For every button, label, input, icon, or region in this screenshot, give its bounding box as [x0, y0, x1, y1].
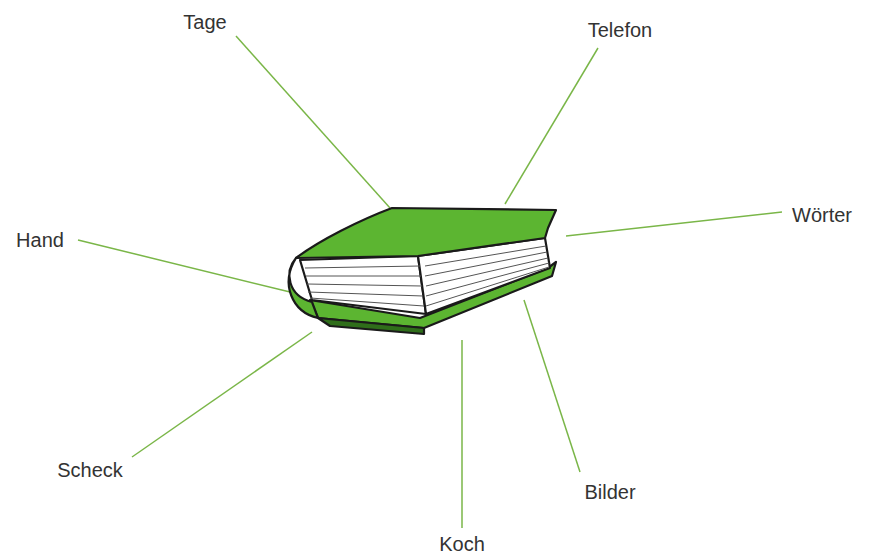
leader-line — [524, 300, 580, 472]
word-label: Hand — [16, 228, 64, 252]
leader-line — [78, 240, 290, 292]
leader-line — [461, 340, 463, 528]
leader-line — [566, 212, 782, 236]
word-label: Tage — [183, 10, 226, 34]
leader-line — [505, 48, 598, 204]
leader-lines — [78, 36, 782, 528]
leader-line — [236, 36, 390, 208]
word-label: Telefon — [588, 18, 653, 42]
word-label: Scheck — [57, 458, 123, 482]
book — [289, 208, 556, 334]
leader-line — [132, 332, 312, 457]
word-label: Wörter — [792, 203, 852, 227]
word-label: Koch — [439, 532, 485, 556]
word-label: Bilder — [584, 480, 635, 504]
